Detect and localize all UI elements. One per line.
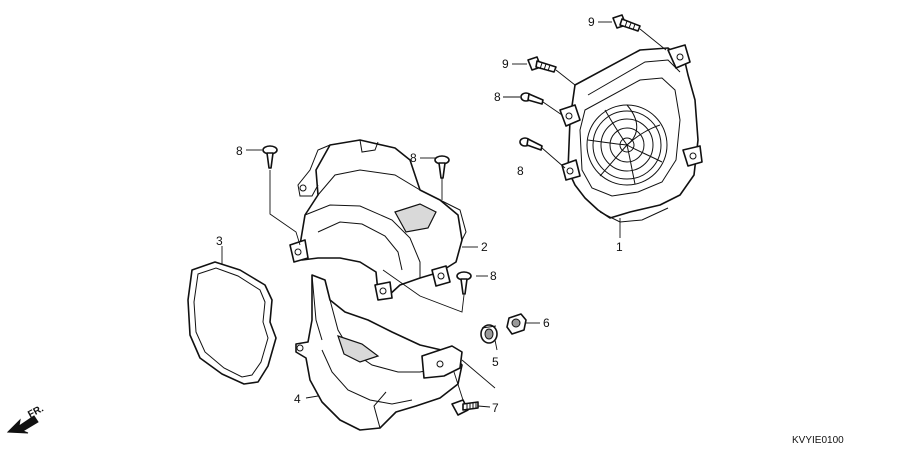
part-number-9b: 9 — [502, 57, 509, 71]
screw-8b-part — [434, 155, 450, 179]
part-number-3: 3 — [216, 234, 223, 248]
part-number-9a: 9 — [588, 15, 595, 29]
seal-part — [187, 261, 277, 385]
screw-8c-leader — [382, 269, 465, 313]
screw-8e-leader — [541, 147, 566, 169]
part-number-4: 4 — [294, 392, 301, 406]
bolt-9b-part — [527, 56, 557, 73]
screw-8e-part — [519, 137, 543, 151]
lower-shroud-leader — [305, 395, 319, 399]
front-direction-arrow-icon — [6, 415, 39, 434]
lower-shroud-part — [295, 274, 463, 431]
grommet-leader — [494, 339, 498, 351]
bolt-9a-part — [612, 14, 641, 32]
part-number-7: 7 — [492, 401, 499, 415]
part-number-8b: 8 — [410, 151, 417, 165]
part-number-6: 6 — [543, 316, 550, 330]
fan-cover-part — [559, 44, 703, 223]
upper-shroud-part — [289, 139, 467, 301]
part-number-8e: 8 — [517, 164, 524, 178]
part-number-2: 2 — [481, 240, 488, 254]
screw-8a-part — [262, 145, 278, 169]
part-number-1: 1 — [616, 240, 623, 254]
grommet-part — [480, 324, 498, 344]
diagram-code: KVYIE0100 — [792, 435, 844, 446]
part-number-8a: 8 — [236, 144, 243, 158]
flange-bolt-part — [451, 399, 479, 416]
part-number-8c: 8 — [490, 269, 497, 283]
screw-8d-leader — [542, 101, 563, 116]
screw-8c-part — [456, 271, 472, 295]
part-number-5: 5 — [492, 355, 499, 369]
bolt-9b-leader — [555, 69, 576, 86]
collar-part — [506, 313, 527, 335]
screw-8a-leader — [269, 170, 301, 246]
front-direction-label: FR. — [26, 403, 46, 420]
screw-8d-part — [520, 92, 544, 105]
flange-bolt-leader — [453, 359, 496, 408]
bolt-9a-leader — [639, 28, 667, 51]
part-number-8d: 8 — [494, 90, 501, 104]
